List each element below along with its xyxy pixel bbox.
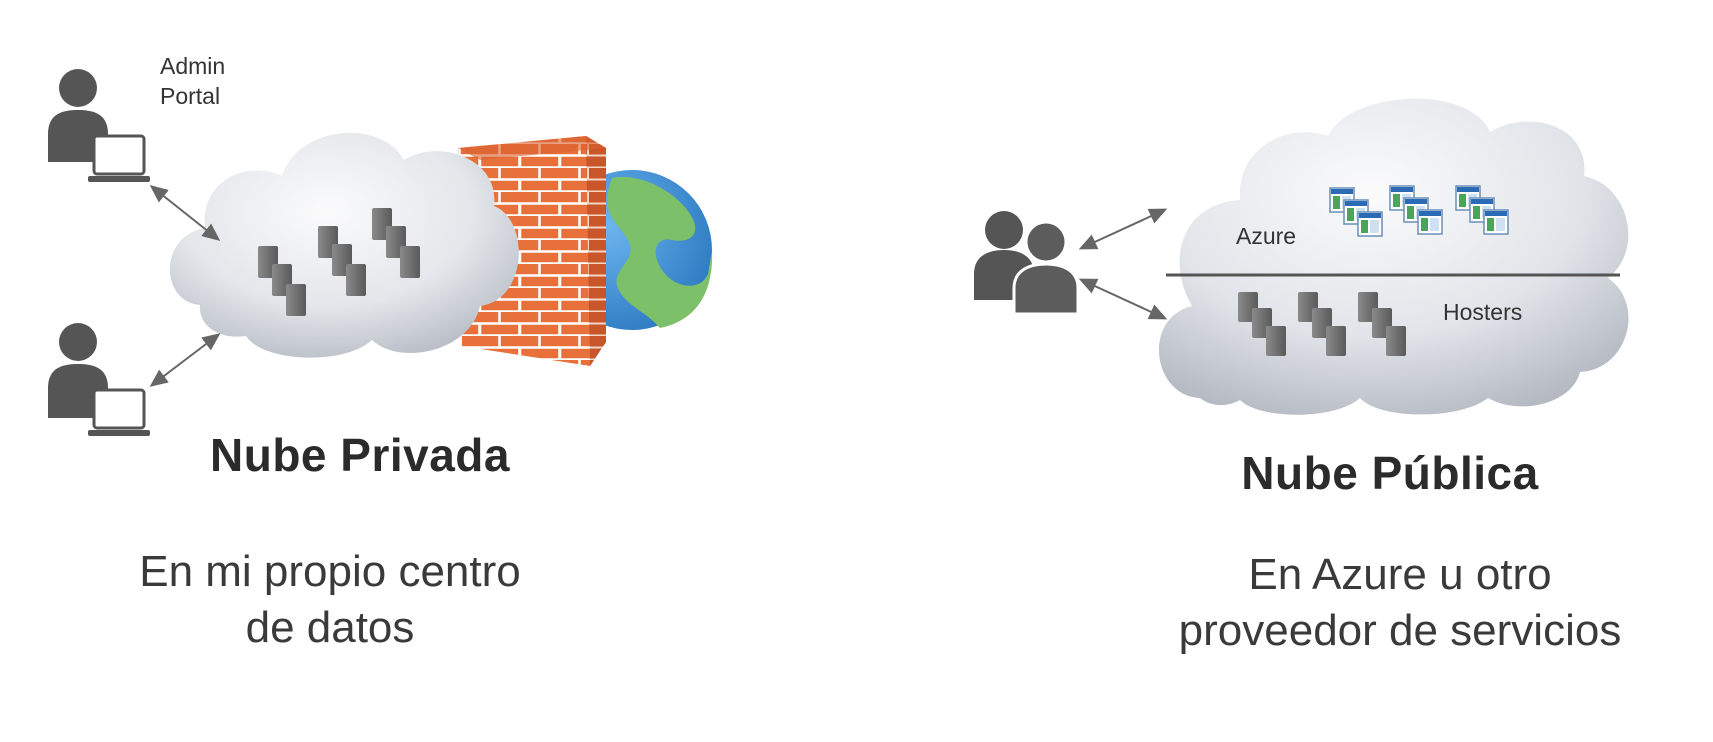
public-cloud-description: En Azure u otro proveedor de servicios bbox=[1120, 547, 1680, 659]
double-arrow-icon bbox=[149, 333, 221, 387]
admin-portal-label-line1: Admin bbox=[160, 53, 225, 79]
double-arrow-icon bbox=[1078, 208, 1168, 250]
server-rack-icon bbox=[258, 208, 420, 316]
private-cloud-description-line2: de datos bbox=[245, 603, 415, 652]
firewall-brick-wall-icon bbox=[458, 136, 606, 366]
public-cloud-description-line2: proveedor de servicios bbox=[1178, 606, 1622, 655]
public-cloud-description-line1: En Azure u otro bbox=[1248, 550, 1552, 599]
private-cloud-panel: Admin Portal Nube Privada En mi propio c… bbox=[48, 53, 713, 656]
user-with-laptop-icon bbox=[48, 69, 150, 182]
double-arrow-icon bbox=[1078, 278, 1168, 320]
public-cloud-diagram: Azure Hosters bbox=[974, 98, 1629, 415]
private-cloud-diagram: Admin Portal bbox=[48, 53, 713, 436]
hosters-label: Hosters bbox=[1443, 299, 1522, 325]
private-cloud-description: En mi propio centro de datos bbox=[90, 544, 570, 656]
cloud-icon bbox=[1158, 98, 1629, 415]
admin-portal-label-line2: Portal bbox=[160, 83, 220, 109]
public-cloud-title: Nube Pública bbox=[1241, 447, 1539, 499]
azure-label: Azure bbox=[1236, 223, 1296, 249]
private-cloud-description-line1: En mi propio centro bbox=[139, 547, 521, 596]
user-with-laptop-icon bbox=[48, 323, 150, 436]
private-cloud-title: Nube Privada bbox=[210, 429, 510, 481]
double-arrow-icon bbox=[149, 185, 221, 241]
users-group-icon bbox=[974, 211, 1080, 316]
public-cloud-panel: Azure Hosters Nube Pública En Azure u ot… bbox=[860, 0, 1713, 742]
